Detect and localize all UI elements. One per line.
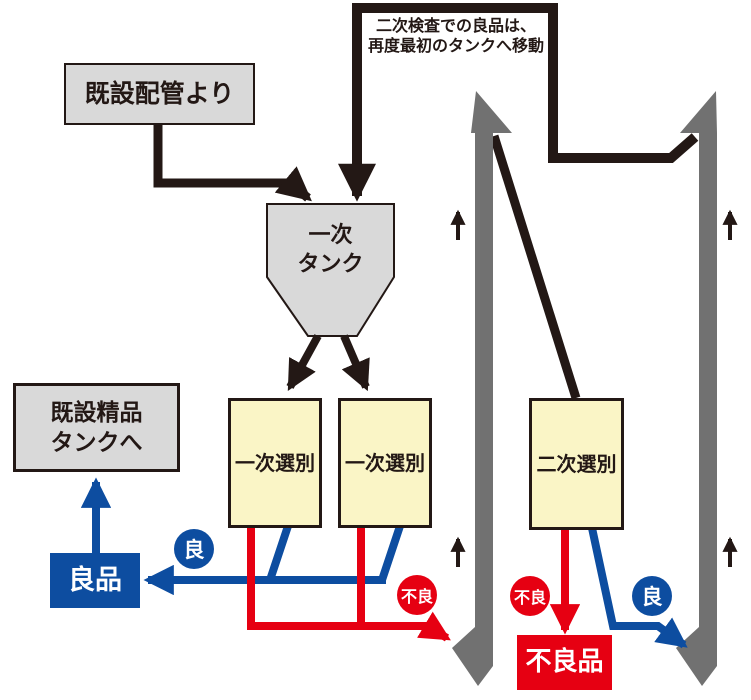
defective-product-box: 不良品 [517, 635, 612, 690]
refined-tank-label-line2: タンクへ [50, 429, 143, 456]
good-product-box: 良品 [50, 553, 140, 608]
secondary-sorter-label: 二次選別 [536, 451, 617, 476]
primary-sorter-1-label: 一次選別 [235, 450, 315, 475]
defective-badge-left-label: 不良 [400, 587, 433, 606]
source-piping-label: 既設配管より [84, 79, 235, 109]
primary-sorter-1-box: 一次選別 [228, 398, 322, 528]
primary-sorter-2-box: 一次選別 [338, 398, 432, 528]
good-badge-right: 良 [632, 576, 672, 616]
defective-product-label: 不良品 [525, 647, 604, 678]
good-badge-right-label: 良 [641, 585, 663, 609]
line-sorter1-good [266, 524, 292, 582]
arrow-tank-to-sorter2 [340, 334, 370, 392]
primary-tank-label: 一次 タンク [267, 221, 394, 279]
defective-badge-right: 不良 [510, 576, 550, 616]
good-badge-left: 良 [174, 529, 214, 569]
refined-tank-label-line1: 既設精品 [50, 399, 143, 426]
line-sorter2-good [378, 524, 404, 582]
secondary-sorter-box: 二次選別 [529, 398, 624, 530]
return-note-line1: 二次検査での良品は、 [375, 16, 536, 35]
arrow-return-conveyor-to-tank [338, 3, 699, 202]
arrow-source-to-tank [153, 125, 312, 202]
conveyor-up-arrow-left [452, 91, 512, 686]
conveyor-up-arrow-right [676, 91, 717, 686]
source-piping-box: 既設配管より [64, 63, 255, 125]
primary-tank-label-line2: タンク [297, 252, 364, 277]
good-badge-left-label: 良 [183, 538, 205, 562]
return-note-line2: 再度最初のタンクへ移動 [367, 36, 544, 55]
primary-tank-label-line1: 一次 [308, 223, 353, 248]
arrow-defective-to-conveyor [247, 611, 451, 642]
line-conveyor-to-secondary-sorter [489, 134, 581, 400]
defective-badge-left: 不良 [397, 575, 437, 615]
primary-sorter-2-label: 一次選別 [345, 450, 425, 475]
arrow-secondary-good-to-conveyor [588, 527, 688, 649]
refined-tank-box: 既設精品 タンクへ [13, 383, 180, 472]
good-product-label: 良品 [68, 564, 122, 596]
defective-badge-right-label: 不良 [513, 588, 546, 607]
return-note: 二次検査での良品は、 再度最初のタンクへ移動 [356, 16, 556, 56]
primary-tank-hopper [266, 203, 395, 337]
arrow-tank-to-sorter1 [286, 334, 322, 391]
